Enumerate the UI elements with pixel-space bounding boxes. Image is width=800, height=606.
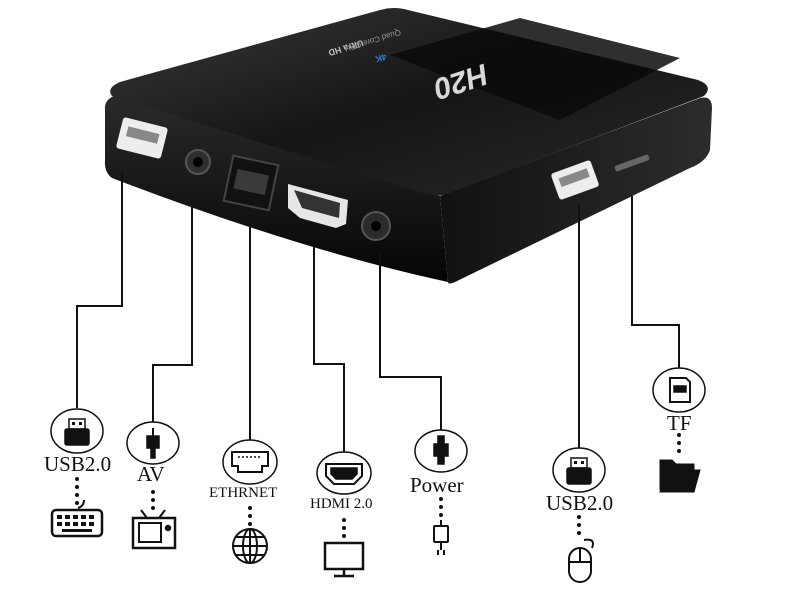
- dots-globe: [248, 506, 252, 526]
- usb-plug-icon: [552, 447, 606, 493]
- line-power: [379, 252, 442, 430]
- av-jack-icon: [126, 421, 180, 465]
- port-label-hdmi: HDMI 2.0: [310, 496, 373, 512]
- front-usb-slot: [125, 126, 160, 144]
- port-label-usb-side: USB2.0: [546, 491, 614, 515]
- tf-slot: [614, 154, 650, 172]
- line-hdmi: [313, 240, 345, 452]
- port-label-av: AV: [137, 462, 165, 486]
- power-port-hole: [371, 221, 381, 231]
- dots-power-adapter: [439, 497, 443, 517]
- keyboard-icon: [50, 499, 104, 538]
- connector-icons: [50, 367, 706, 495]
- power-plug-icon: [414, 429, 468, 473]
- dots-mouse: [577, 515, 581, 535]
- hdmi-port-icon: [316, 451, 372, 495]
- av-port-hole: [193, 157, 203, 167]
- dotted-connectors: [75, 433, 681, 538]
- connector-lines: [76, 172, 680, 452]
- ethernet-port-icon: [222, 439, 278, 485]
- device-gloss-panel: [390, 18, 680, 120]
- tv-icon: [131, 509, 177, 550]
- port-label-power: Power: [410, 473, 464, 497]
- globe-icon: [232, 528, 268, 564]
- sd-card-icon: [652, 367, 706, 413]
- mouse-icon: [568, 538, 594, 583]
- port-label-tf: TF: [667, 411, 692, 435]
- device-badge-text: 4K: [373, 51, 387, 64]
- port-label-ethernet: ETHRNET: [209, 485, 278, 501]
- power-adapter-icon: [433, 520, 449, 555]
- usb-plug-icon: [50, 408, 104, 454]
- line-tf: [631, 196, 680, 368]
- line-av: [152, 196, 193, 422]
- hdmi-port-inner: [294, 190, 340, 218]
- ethernet-port-contacts: [233, 168, 269, 196]
- dots-keyboard: [75, 477, 79, 505]
- dots-monitor: [342, 518, 346, 538]
- side-usb-slot: [558, 168, 590, 188]
- port-label-usb-front: USB2.0: [44, 452, 112, 476]
- monitor-icon: [323, 541, 365, 578]
- device-front-face: [104, 96, 448, 282]
- dots-folder: [677, 433, 681, 453]
- line-usb-front: [76, 172, 123, 408]
- tv-box-device: H20 4K Ultra HD Quad Core CPU: [104, 8, 712, 284]
- dots-tv: [151, 490, 155, 510]
- folder-icon: [659, 459, 701, 493]
- peripheral-icons: [50, 459, 701, 583]
